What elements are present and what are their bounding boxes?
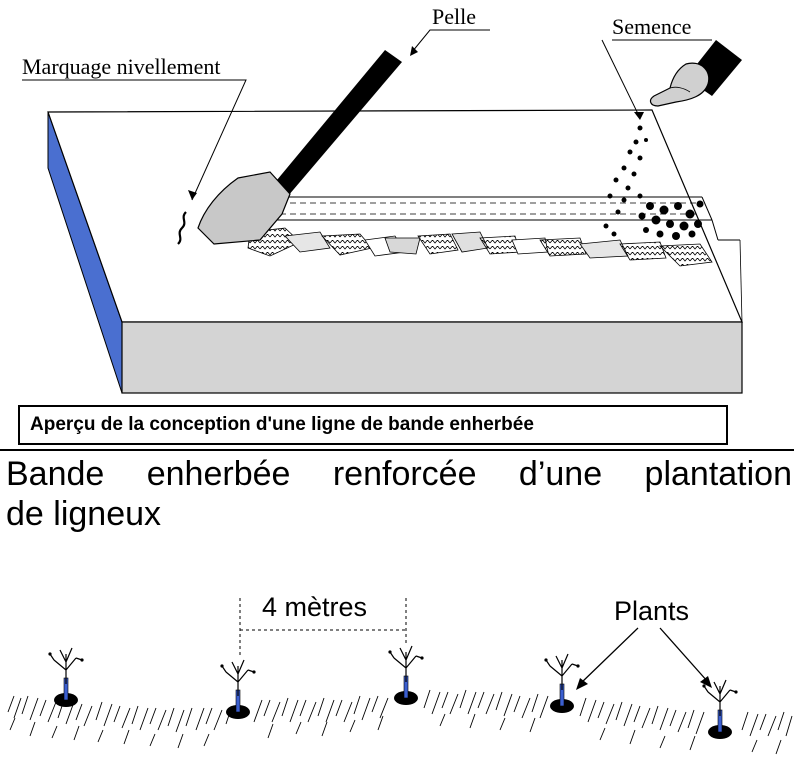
plants-arrows: [579, 627, 709, 685]
hand-icon: [649, 40, 742, 107]
grass-strip: [7, 689, 793, 755]
soil-slab: [47, 109, 743, 394]
shovel-icon: [197, 50, 402, 245]
label-seed: Semence: [612, 14, 691, 39]
label-plants: Plants: [614, 596, 689, 626]
label-leaders: [22, 29, 712, 201]
plant: [702, 679, 738, 739]
furrow: [270, 196, 743, 323]
seed-arrowhead: [634, 112, 644, 120]
marking-arrowhead: [188, 190, 197, 200]
seeds: [603, 125, 704, 240]
shovel-arrowhead: [410, 46, 418, 56]
section-heading: Bande enherbée renforcée d’une plantatio…: [6, 454, 792, 534]
section-divider: [0, 449, 794, 451]
top-diagram-caption: Aperçu de la conception d'une ligne de b…: [18, 405, 728, 445]
plant: [220, 659, 256, 719]
soil-clods: [247, 227, 713, 267]
plants-arrowhead-right: [700, 676, 712, 688]
plants-arrowhead-left: [576, 678, 588, 690]
label-shovel: Pelle: [432, 4, 476, 29]
heading-line-1: Bande enherbée renforcée d’une plantatio…: [6, 455, 792, 493]
level-marking-icon: [177, 211, 187, 245]
slab-front-face: [121, 321, 743, 394]
plant: [388, 645, 424, 705]
heading-line-2: de ligneux: [6, 495, 162, 533]
plant: [48, 647, 84, 707]
spacing-dimension: [239, 598, 407, 656]
label-spacing: 4 mètres: [262, 592, 367, 622]
label-marking: Marquage nivellement: [22, 54, 221, 79]
plant: [544, 653, 580, 713]
